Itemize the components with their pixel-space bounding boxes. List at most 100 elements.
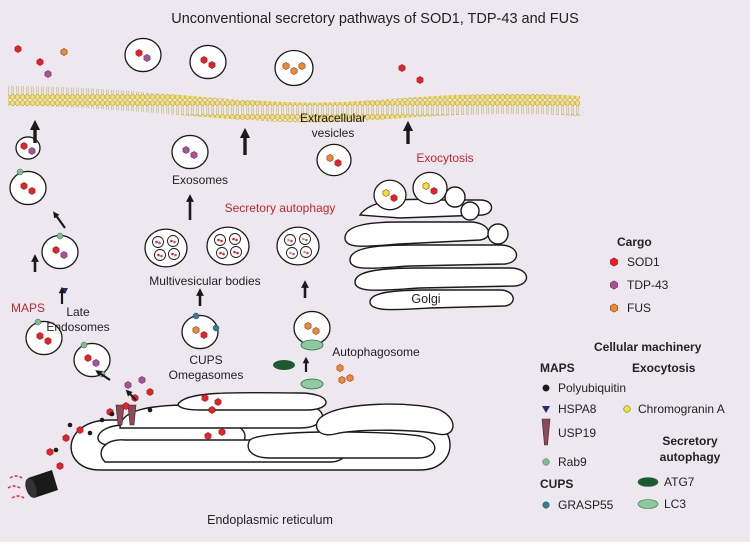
legend-sec-autophagy-title-1: Secretory bbox=[662, 434, 718, 448]
cargo-protein bbox=[304, 322, 312, 330]
free-cargo-protein bbox=[398, 64, 406, 72]
legend-cargo-swatch bbox=[610, 303, 618, 313]
legend-swatch bbox=[541, 418, 551, 446]
legend-item-label: HSPA8 bbox=[558, 402, 597, 416]
free-cargo-protein bbox=[201, 394, 209, 402]
cargo-protein bbox=[390, 194, 398, 202]
vesicles bbox=[7, 37, 448, 499]
machinery-marker bbox=[80, 341, 88, 349]
free-cargo bbox=[14, 45, 424, 470]
er-label: Endoplasmic reticulum bbox=[207, 513, 333, 527]
free-cargo-protein bbox=[208, 406, 216, 414]
vesicle bbox=[9, 170, 47, 206]
intraluminal-vesicle bbox=[214, 234, 226, 246]
cargo-protein bbox=[20, 142, 28, 150]
cargo-protein bbox=[28, 187, 36, 195]
flow-arrow bbox=[53, 211, 66, 229]
intraluminal-vesicle bbox=[300, 246, 312, 258]
free-cargo-protein bbox=[76, 426, 84, 434]
cargo-protein bbox=[430, 187, 438, 195]
vesicle bbox=[41, 234, 79, 270]
legend-exocytosis-title: Exocytosis bbox=[632, 361, 696, 375]
legend-cargo-label: FUS bbox=[627, 301, 651, 315]
free-cargo-protein bbox=[204, 432, 212, 440]
vesicle-membrane bbox=[412, 171, 448, 205]
legend-cups-list: GRASP55 bbox=[542, 498, 614, 512]
usp19-channel bbox=[127, 404, 137, 426]
plasma-membrane bbox=[8, 86, 580, 123]
legend-cargo-label: TDP-43 bbox=[627, 278, 669, 292]
free-cargo-protein bbox=[44, 70, 52, 78]
flow-arrow bbox=[95, 370, 111, 381]
intraluminal-vesicle bbox=[299, 233, 311, 245]
vesicle-membrane bbox=[293, 310, 331, 346]
multivesicular-body bbox=[206, 226, 250, 266]
autophagosome-label: Autophagosome bbox=[332, 345, 420, 359]
free-cargo-protein bbox=[346, 374, 354, 382]
secretory-autophagy-label: Secretory autophagy bbox=[225, 201, 336, 215]
polyubiquitin-dot bbox=[87, 430, 93, 436]
cargo-protein bbox=[44, 337, 52, 345]
lc3-marker bbox=[300, 378, 324, 390]
machinery-marker bbox=[16, 168, 24, 176]
polyubiquitin-dot bbox=[147, 407, 153, 413]
legend-item-label: LC3 bbox=[664, 497, 686, 511]
cargo-protein bbox=[28, 147, 36, 155]
legend-swatch bbox=[542, 384, 550, 392]
polyubiquitin-dot bbox=[109, 411, 115, 417]
free-cargo-protein bbox=[218, 428, 226, 436]
cargo-protein bbox=[52, 246, 60, 254]
flow-arrow bbox=[125, 389, 137, 401]
machinery-marker bbox=[192, 312, 200, 320]
cargo-protein bbox=[143, 54, 151, 62]
maps-label: MAPS bbox=[11, 301, 45, 315]
legend-item-label: Chromogranin A bbox=[638, 402, 725, 416]
vesicle-membrane bbox=[124, 37, 162, 73]
cargo-protein bbox=[92, 359, 100, 367]
vesicle bbox=[373, 179, 407, 211]
vesicle-membrane bbox=[316, 143, 352, 177]
extracellular-vesicles-label-2: vesicles bbox=[312, 126, 355, 140]
free-cargo-protein bbox=[336, 364, 344, 372]
atg7-marker bbox=[273, 360, 295, 370]
legend-cargo-swatch bbox=[610, 257, 618, 267]
cargo-protein bbox=[208, 61, 216, 69]
legend-item-label: USP19 bbox=[558, 426, 596, 440]
free-cargo-protein bbox=[138, 376, 146, 384]
legend-maps-title: MAPS bbox=[540, 361, 575, 375]
legend-sec-autophagy-title-2: autophagy bbox=[660, 450, 721, 464]
machinery-marker bbox=[34, 318, 42, 326]
vesicle-membrane bbox=[189, 44, 227, 80]
free-cargo-protein bbox=[62, 434, 70, 442]
legend-swatch bbox=[637, 499, 659, 509]
cargo-protein bbox=[192, 326, 200, 334]
vesicle-membrane bbox=[41, 234, 79, 270]
intraluminal-vesicle bbox=[154, 249, 166, 261]
legend-swatch bbox=[637, 477, 659, 487]
cargo-protein bbox=[182, 146, 190, 154]
vesicle bbox=[15, 136, 41, 160]
usp19-channel bbox=[115, 404, 125, 426]
vesicle-membrane bbox=[9, 170, 47, 206]
intraluminal-vesicle bbox=[229, 233, 241, 245]
golgi-label: Golgi bbox=[411, 292, 440, 306]
endoplasmic-reticulum bbox=[70, 391, 454, 471]
vesicle-membrane bbox=[181, 314, 219, 350]
cargo-protein bbox=[326, 154, 334, 162]
free-cargo-protein bbox=[146, 388, 154, 396]
vesicle-membrane bbox=[171, 134, 209, 170]
free-cargo-protein bbox=[416, 76, 424, 84]
free-cargo-protein bbox=[60, 48, 68, 56]
cups-label: CUPS bbox=[189, 353, 222, 367]
cargo-protein bbox=[20, 182, 28, 190]
machinery-marker bbox=[212, 324, 220, 332]
cargo-protein bbox=[135, 49, 143, 57]
machinery-marker bbox=[56, 232, 64, 240]
cargo-protein bbox=[290, 67, 298, 75]
exocytosis-label: Exocytosis bbox=[416, 151, 473, 165]
